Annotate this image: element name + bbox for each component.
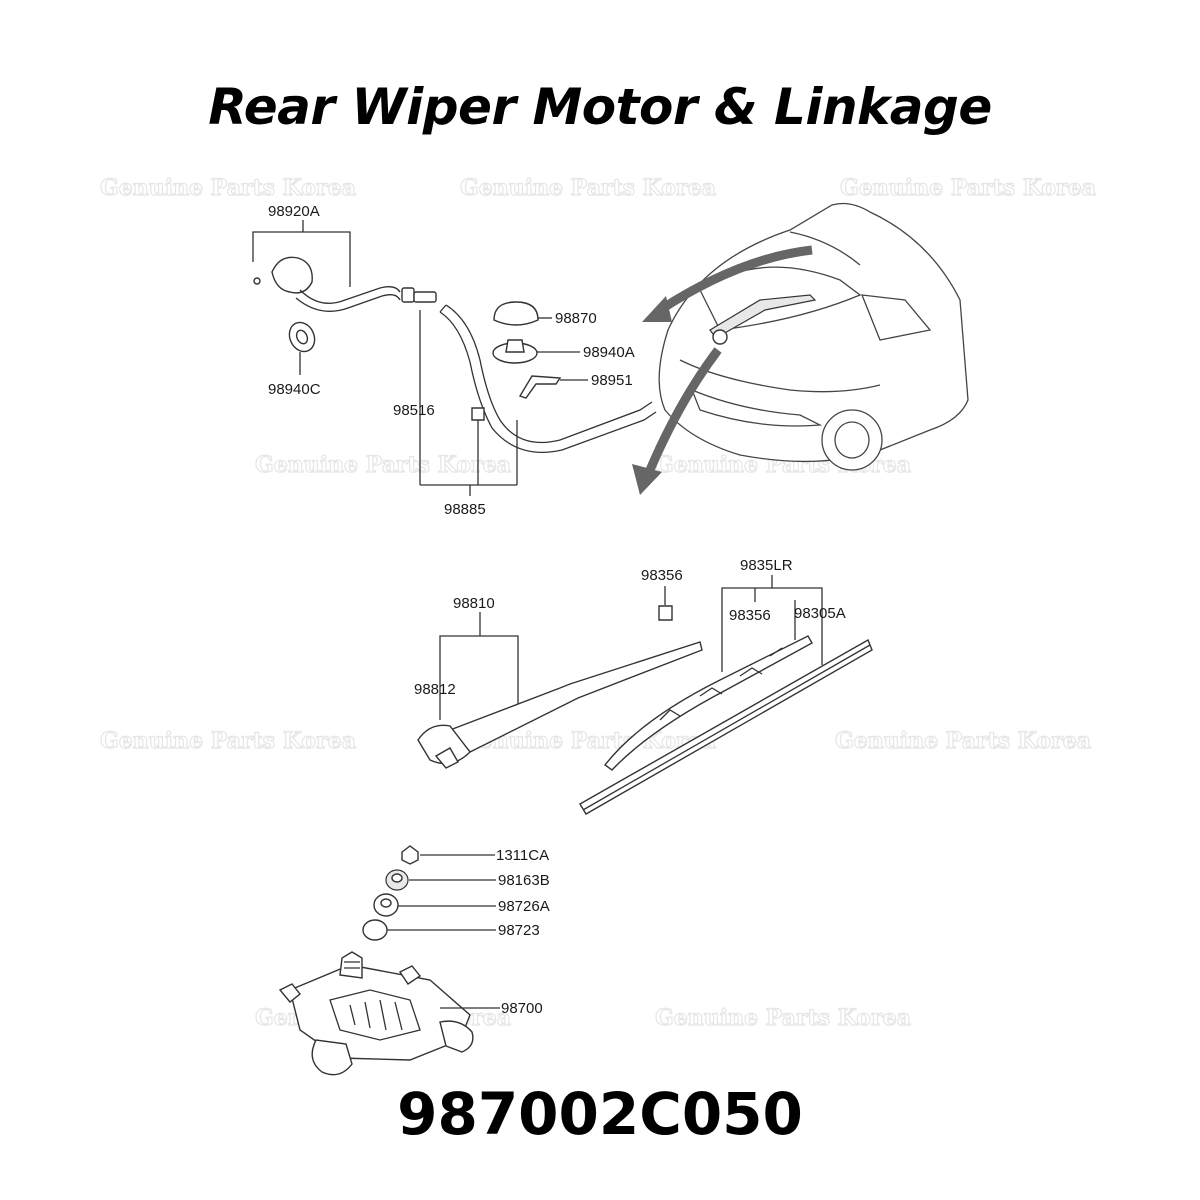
part-number: 987002C050 xyxy=(397,1080,803,1148)
car-wiper-pivot xyxy=(712,329,728,345)
arrow-to-hose xyxy=(657,245,813,314)
car-spoiler xyxy=(789,231,861,266)
label-98723: 98723 xyxy=(498,922,540,939)
watermark: Genuine Parts Korea xyxy=(100,728,356,754)
motor-gear-cover xyxy=(329,989,421,1041)
watermark: Genuine Parts Korea xyxy=(840,175,1096,201)
label-98305A: 98305A xyxy=(794,605,846,622)
arrow-head xyxy=(642,296,672,322)
cap-98723-part xyxy=(362,919,388,941)
label-98810: 98810 xyxy=(453,595,495,612)
label-98940C: 98940C xyxy=(268,381,321,398)
clip-98356-part xyxy=(658,605,673,621)
hose-end xyxy=(439,304,447,313)
label-98356-top: 98356 xyxy=(641,567,683,584)
motor-mount-right xyxy=(398,965,422,985)
hose-clip-part xyxy=(471,407,485,421)
motor-mount-left xyxy=(278,983,301,1003)
blade-frame-detail xyxy=(659,647,783,721)
washer-hose-group: 98920A 98940C 98516 9 xyxy=(252,203,657,518)
small-ring-part xyxy=(253,277,261,285)
motor-shaft-thread xyxy=(344,961,360,969)
label-1311CA: 1311CA xyxy=(496,847,549,864)
hose-connector-part xyxy=(413,291,437,303)
label-9835LR: 9835LR xyxy=(740,557,793,574)
label-98516: 98516 xyxy=(393,402,435,419)
car-side-window xyxy=(860,294,932,341)
wiper-arm-group: 98810 98812 98356 9835LR 98356 98305A xyxy=(414,557,873,815)
grommet-98940C-hole xyxy=(295,329,309,345)
label-98163B: 98163B xyxy=(498,872,550,889)
watermark: Genuine Parts Korea xyxy=(100,175,356,201)
car-taillight xyxy=(690,388,823,427)
grommet-98940A-part xyxy=(505,339,525,353)
label-98940A: 98940A xyxy=(583,344,635,361)
hose-section xyxy=(295,294,401,312)
nut-1311CA-part xyxy=(401,845,419,865)
blade-rubber-edge xyxy=(582,644,871,811)
bushing-98726A-hole xyxy=(380,898,392,908)
label-98726A: 98726A xyxy=(498,898,550,915)
diagram-title: Rear Wiper Motor & Linkage xyxy=(208,78,992,136)
washer-98163B-hole xyxy=(391,873,403,883)
label-98870: 98870 xyxy=(555,310,597,327)
bracket-9835LR xyxy=(721,587,823,672)
wiper-blade-frame-part xyxy=(603,635,813,771)
wiper-arm-part xyxy=(448,641,703,753)
wiper-motor-shaft-part xyxy=(339,951,363,979)
wiper-arm-cap-part xyxy=(434,747,459,769)
clip-98951-part xyxy=(518,375,562,399)
label-98700: 98700 xyxy=(501,1000,543,1017)
hose-section xyxy=(299,286,401,304)
motor-ribs xyxy=(349,999,403,1031)
watermark: Genuine Parts Korea xyxy=(460,175,716,201)
label-98812: 98812 xyxy=(414,681,456,698)
label-98356: 98356 xyxy=(729,607,771,624)
hose-long xyxy=(445,304,653,444)
car-illustration xyxy=(632,202,969,495)
label-98885: 98885 xyxy=(444,501,486,518)
arrow-to-arm xyxy=(645,347,722,472)
bracket-98920A xyxy=(252,231,351,287)
wiper-arm-head-part xyxy=(417,724,471,765)
car-wheel-hub xyxy=(834,421,870,459)
plug-98870-part xyxy=(493,301,539,326)
hose-connector-part xyxy=(401,287,415,303)
wiper-motor-cylinder-part xyxy=(311,1039,353,1076)
hose-long xyxy=(439,311,657,453)
nozzle-cap-part xyxy=(271,256,313,294)
label-98951: 98951 xyxy=(591,372,633,389)
watermark: Genuine Parts Korea xyxy=(835,728,1091,754)
watermark: Genuine Parts Korea xyxy=(255,452,511,478)
bracket-98810 xyxy=(439,635,519,720)
label-98920A: 98920A xyxy=(268,203,320,220)
watermark: Genuine Parts Korea xyxy=(655,1005,911,1031)
wiper-motor-connector-part xyxy=(439,1020,474,1053)
motor-group: 1311CA 98163B 98726A 98723 xyxy=(278,845,550,1076)
arrow-head xyxy=(632,464,662,495)
